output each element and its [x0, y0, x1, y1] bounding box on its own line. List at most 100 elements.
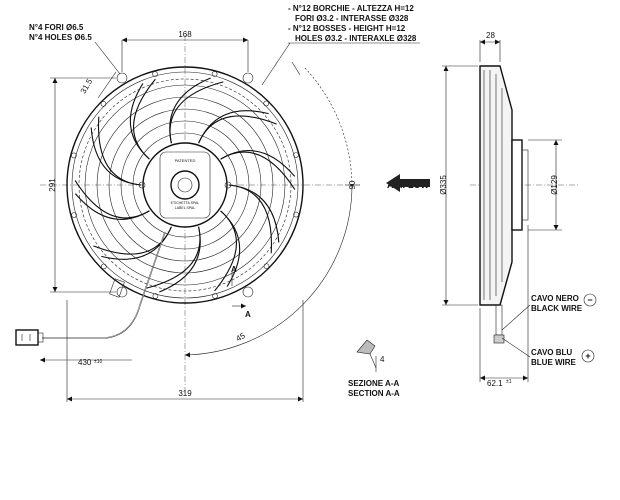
- grille-rings: [84, 84, 286, 286]
- shroud-boss: [100, 101, 107, 107]
- fan-blade-edge: [220, 151, 296, 190]
- hub-label-top: PATENTED: [175, 158, 196, 163]
- black-wire-leader: [501, 304, 531, 331]
- shroud-boss: [152, 71, 158, 77]
- fan-blade-edge: [146, 226, 201, 289]
- fan-blade-edge: [132, 78, 156, 160]
- fan-blades: [74, 77, 296, 293]
- dim-cable-tol: ±10: [94, 359, 103, 365]
- dim-offset-small: 31.5: [79, 77, 95, 95]
- section-label-it: SEZIONE A-A: [348, 379, 399, 388]
- grille-ring: [120, 120, 250, 250]
- bosses-label-2: FORI Ø3.2 - INTERASSE Ø328: [295, 14, 409, 23]
- callout-leader-bosses: [291, 61, 301, 76]
- shroud-boss: [152, 293, 159, 299]
- black-wire-label-en: BLACK WIRE: [531, 304, 583, 313]
- dim-angle: 45: [235, 331, 248, 344]
- grille-ring: [96, 96, 274, 274]
- blue-wire-label-en: BLUE WIRE: [531, 358, 577, 367]
- grille-ring: [108, 108, 262, 262]
- fan-blade-edge: [93, 226, 172, 255]
- front-view: PATENTED ETICHETTA SPAL LABEL SPAL A A: [15, 35, 360, 395]
- fan-blade-edge: [198, 115, 277, 144]
- callouts: N°4 FORI Ø6.5 N°4 HOLES Ø6.5 - N°12 BORC…: [29, 4, 420, 86]
- positive-terminal-icon: [581, 349, 595, 363]
- section-mark-1: A: [231, 265, 237, 274]
- mounting-hole-br: [242, 286, 254, 298]
- fan-blade-edge: [228, 184, 273, 254]
- side-motor-body: [511, 139, 523, 231]
- hub-center: [170, 170, 200, 200]
- section-stem: [369, 353, 377, 369]
- fan-blade-edge: [214, 210, 238, 292]
- bosses-label-4: HOLES Ø3.2 - INTERAXLE Ø328: [295, 34, 417, 43]
- blue-wire-label-it: CAVO BLU: [531, 348, 572, 357]
- grille-ring: [132, 132, 238, 238]
- airflow-arrow-solid: [386, 174, 430, 192]
- grille-ring: [84, 84, 286, 286]
- dim-overall-width: 319: [178, 389, 192, 398]
- shroud-boss: [211, 71, 218, 77]
- mounting-lugs: [116, 72, 254, 298]
- mounting-hole-bl: [116, 286, 128, 298]
- bosses-label-1: - N°12 BORCHIE - ALTEZZA H=12: [288, 4, 414, 13]
- dim-depth-top: 28: [486, 31, 495, 40]
- blue-wire-sign: +: [585, 351, 590, 361]
- side-view: 28 Ø335 Ø129 62.1 ±1 CAVO NERO BLACK WIR…: [439, 31, 597, 388]
- black-wire-sign: −: [587, 295, 592, 305]
- bosses-pitch-circle: [78, 78, 292, 292]
- hub-label-bottom: LABEL SPAL: [175, 206, 195, 210]
- fan-blade-edge: [169, 81, 224, 144]
- holes-label-it: N°4 FORI Ø6.5: [29, 23, 84, 32]
- shroud-boss: [293, 211, 299, 218]
- dim-cable-length: 430: [78, 358, 92, 367]
- cable-assembly: [15, 231, 166, 346]
- shroud-boss: [71, 212, 77, 218]
- shroud-bosses: [71, 71, 299, 299]
- mounting-hole-tl: [116, 72, 128, 84]
- section-mark-2: A: [245, 310, 251, 319]
- hub-label-mid: ETICHETTA SPAL: [171, 201, 200, 205]
- cable-clip: [109, 278, 125, 298]
- shroud-boss: [71, 152, 77, 159]
- fan-shroud-inner: [71, 71, 299, 299]
- section-profile: [356, 339, 376, 355]
- black-wire-label-it: CAVO NERO: [531, 294, 579, 303]
- dim-center-offset: 90: [348, 180, 357, 189]
- shroud-boss: [101, 263, 107, 270]
- holes-leader: [94, 41, 121, 75]
- shroud-boss: [263, 100, 270, 107]
- section-detail: 4 SEZIONE A-A SECTION A-A: [348, 339, 400, 398]
- mounting-hole-tr: [242, 72, 254, 84]
- side-motor-cap: [521, 149, 529, 221]
- shroud-boss: [263, 263, 270, 270]
- shroud-boss: [293, 152, 299, 158]
- blue-wire-leader: [501, 337, 531, 358]
- connector-neck: [37, 332, 44, 343]
- cable-inner: [42, 231, 166, 339]
- hub-plate: [159, 151, 211, 219]
- section-dim-value: 4: [380, 355, 385, 364]
- dim-diameter-outer: Ø335: [439, 175, 448, 195]
- cable: [42, 231, 166, 339]
- arc-bosses: [304, 67, 353, 186]
- hub-screw-right: [224, 181, 232, 189]
- dim-width-top: 168: [178, 30, 192, 39]
- holes-label-en: N°4 HOLES Ø6.5: [29, 33, 92, 42]
- side-cable-exit: [495, 304, 503, 336]
- bosses-label-3: - N°12 BOSSES - HEIGHT H=12: [288, 24, 406, 33]
- hub-screw-left: [138, 181, 146, 189]
- hub-shaft: [177, 177, 193, 193]
- dim-line-31-5: [97, 71, 117, 99]
- dim-diameter-motor: Ø129: [550, 175, 559, 195]
- fan-blade-edge: [74, 180, 150, 219]
- fan-blade-edge: [97, 116, 142, 186]
- connector-plug: [15, 329, 39, 346]
- dim-depth-tol: ±1: [506, 379, 512, 385]
- side-wire-grommet: [493, 334, 505, 344]
- section-label-en: SECTION A-A: [348, 389, 400, 398]
- negative-terminal-icon: [583, 293, 597, 307]
- shroud-boss: [212, 293, 218, 299]
- dim-depth-bottom: 62.1: [487, 379, 503, 388]
